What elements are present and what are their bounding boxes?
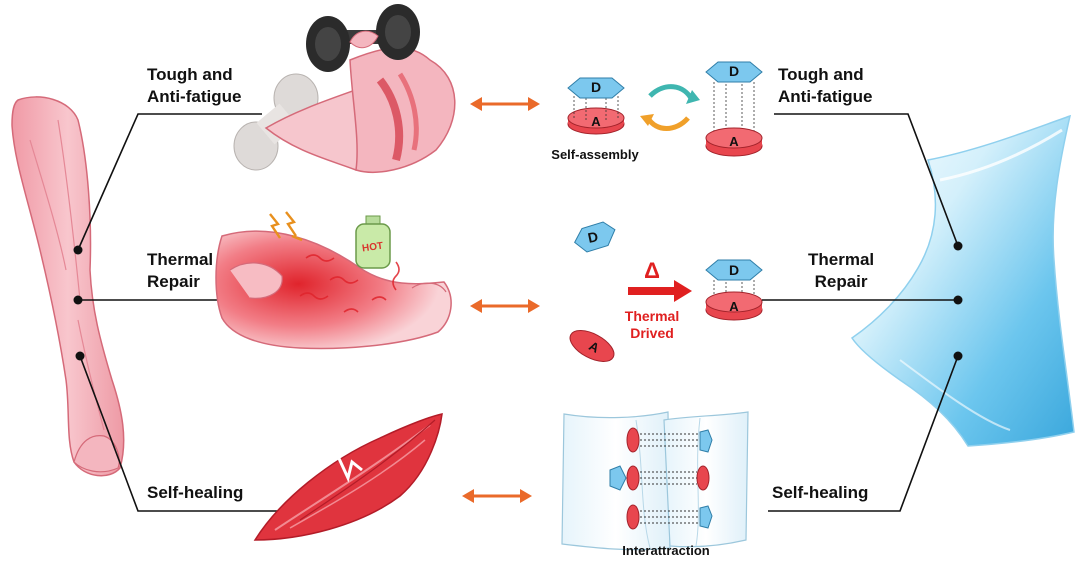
arm-connector-dot-top bbox=[73, 245, 83, 255]
left-label-tough: Tough and Anti-fatigue bbox=[147, 64, 241, 108]
arm-illustration bbox=[11, 96, 125, 477]
donor-unit-label: D bbox=[591, 79, 601, 95]
thermal-drived-line1: Thermal bbox=[624, 308, 680, 324]
donor-unit-label: D bbox=[729, 63, 739, 79]
gel-connector-dot-middle bbox=[953, 295, 963, 305]
arm-connector-dot-middle bbox=[73, 295, 83, 305]
left-label-healing: Self-healing bbox=[147, 482, 243, 504]
dumbbell-curl-illustration bbox=[233, 4, 456, 173]
interattraction-group bbox=[561, 411, 749, 551]
right-label-tough-line1: Tough and bbox=[778, 65, 864, 84]
thermal-drive-group bbox=[569, 221, 763, 362]
left-label-thermal: Thermal Repair bbox=[147, 249, 213, 293]
self-assembly-group bbox=[567, 61, 763, 157]
right-connectors bbox=[762, 113, 959, 512]
left-label-thermal-line1: Thermal bbox=[147, 250, 214, 269]
acceptor-unit-label: A bbox=[729, 299, 739, 314]
double-arrow-row2 bbox=[470, 299, 540, 313]
right-label-healing: Self-healing bbox=[772, 482, 868, 504]
donor-unit-label: D bbox=[729, 262, 739, 278]
thermal-drived-line2: Drived bbox=[630, 325, 674, 341]
self-assembly-caption: Self-assembly bbox=[551, 147, 639, 162]
thermal-drived-caption: Thermal Drived bbox=[612, 308, 692, 342]
left-label-tough-line2: Anti-fatigue bbox=[147, 87, 242, 106]
left-label-healing-text: Self-healing bbox=[147, 483, 244, 502]
acceptor-unit-label: A bbox=[729, 134, 739, 149]
thermal-arm-illustration bbox=[215, 211, 452, 350]
left-label-thermal-line2: Repair bbox=[147, 272, 200, 291]
right-label-thermal: Thermal Repair bbox=[808, 249, 874, 293]
double-arrows bbox=[462, 97, 540, 503]
left-label-tough-line1: Tough and bbox=[147, 65, 233, 84]
hydrogel-sheet-illustration bbox=[850, 114, 1075, 447]
right-label-tough: Tough and Anti-fatigue bbox=[778, 64, 872, 108]
gel-connector-dot-bottom bbox=[953, 351, 963, 361]
thermal-delta-symbol: Δ bbox=[644, 258, 660, 283]
gel-connector-dot-top bbox=[953, 241, 963, 251]
acceptor-unit-label: A bbox=[591, 114, 601, 129]
hot-bottle-label: HOT bbox=[361, 241, 383, 255]
donor-unit-label: D bbox=[586, 228, 599, 246]
muscle-tissue-illustration bbox=[253, 413, 443, 541]
right-label-thermal-line2: Repair bbox=[814, 272, 868, 291]
right-label-thermal-line1: Thermal bbox=[808, 250, 875, 269]
double-arrow-row1 bbox=[470, 97, 540, 111]
interattraction-caption: Interattraction bbox=[622, 543, 710, 558]
right-label-healing-text: Self-healing bbox=[772, 483, 869, 502]
right-label-tough-line2: Anti-fatigue bbox=[778, 87, 873, 106]
arm-connector-dot-bottom bbox=[75, 351, 85, 361]
double-arrow-row3 bbox=[462, 489, 532, 503]
